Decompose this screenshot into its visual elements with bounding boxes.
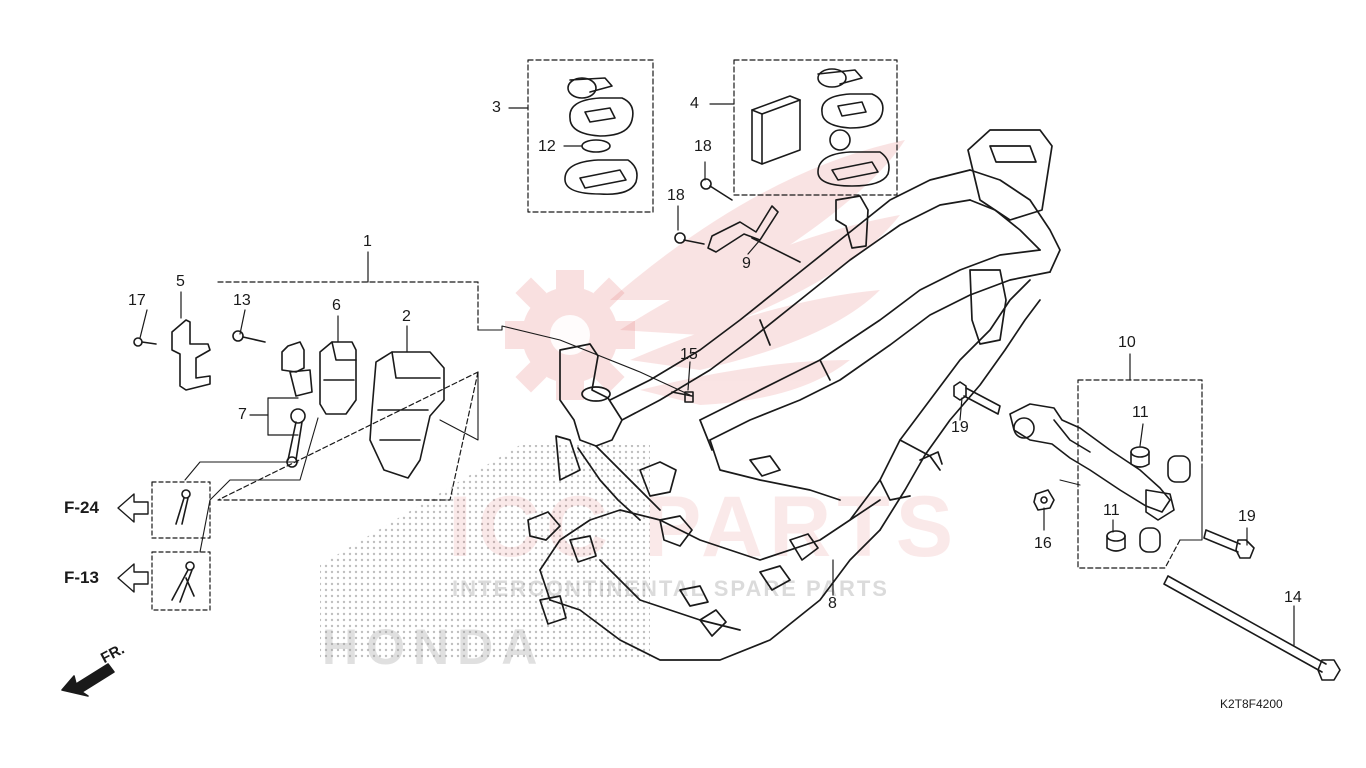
callout-13: 13	[233, 292, 251, 309]
frame-body-part-8	[527, 129, 1061, 661]
connector-box-f13	[151, 551, 211, 611]
callout-11-lower: 11	[1103, 502, 1120, 519]
callout-4: 4	[690, 95, 699, 112]
bushing-part-11-lower	[1106, 530, 1126, 552]
front-arrow-icon	[61, 663, 115, 697]
ref-arrow-f24	[117, 493, 149, 523]
ref-arrow-f13	[117, 563, 149, 593]
callout-18-lower: 18	[667, 187, 685, 204]
callout-19-left: 19	[951, 419, 969, 436]
callout-19-right: 19	[1238, 508, 1256, 525]
callout-18-upper: 18	[694, 138, 712, 155]
screw-part-17	[133, 337, 157, 347]
bracket-part-9	[707, 205, 801, 263]
watermark-maker: HONDA	[322, 619, 546, 675]
callout-1: 1	[363, 233, 372, 250]
bolt-part-19-left	[953, 381, 1001, 415]
bolt-part-19-right	[1203, 529, 1255, 559]
key-fob-assembly-3	[564, 77, 638, 196]
bushing-part-11-upper	[1130, 446, 1150, 468]
switch-bracket	[281, 341, 313, 397]
callout-17: 17	[128, 292, 146, 309]
bracket-part-5	[171, 319, 211, 391]
group-box-4	[733, 59, 898, 196]
callout-12: 12	[538, 138, 556, 155]
ignition-lock-part-2	[369, 351, 445, 479]
ref-label-f13[interactable]: F-13	[64, 568, 99, 587]
callout-16: 16	[1034, 535, 1052, 552]
callout-8: 8	[828, 595, 837, 612]
callout-5: 5	[176, 273, 185, 290]
callout-9: 9	[742, 255, 751, 272]
engine-hanger-part-10	[1009, 403, 1191, 553]
switch-unit-part-6	[319, 341, 357, 415]
watermark-gear-icon	[505, 270, 635, 400]
callout-2: 2	[402, 308, 411, 325]
diagram-code: K2T8F4200	[1220, 697, 1283, 711]
screw-part-13	[232, 330, 266, 343]
long-bolt-part-14	[1163, 575, 1341, 681]
callout-11-upper: 11	[1132, 404, 1149, 421]
nut-part-16	[1033, 489, 1055, 511]
callout-7: 7	[238, 406, 247, 423]
callout-6: 6	[332, 297, 341, 314]
group-box-1	[217, 281, 479, 501]
group-box-3	[527, 59, 654, 213]
group-box-10	[1077, 379, 1203, 569]
callout-15: 15	[680, 346, 698, 363]
callout-14: 14	[1284, 589, 1302, 606]
watermark-tagline: INTERCONTINENTAL SPARE PARTS	[452, 576, 889, 601]
bolt-part-18-lower	[674, 232, 705, 245]
callout-10: 10	[1118, 334, 1136, 351]
connector-box-f24	[151, 481, 211, 539]
callout-3: 3	[492, 99, 501, 116]
cable-part-7	[286, 408, 306, 468]
connector-f13	[171, 561, 195, 603]
ref-label-f24[interactable]: F-24	[64, 498, 99, 517]
bolt-part-15	[671, 391, 694, 403]
connector-f24	[175, 489, 191, 525]
smart-key-assembly-4	[751, 68, 890, 187]
bolt-part-18-upper	[700, 178, 733, 201]
